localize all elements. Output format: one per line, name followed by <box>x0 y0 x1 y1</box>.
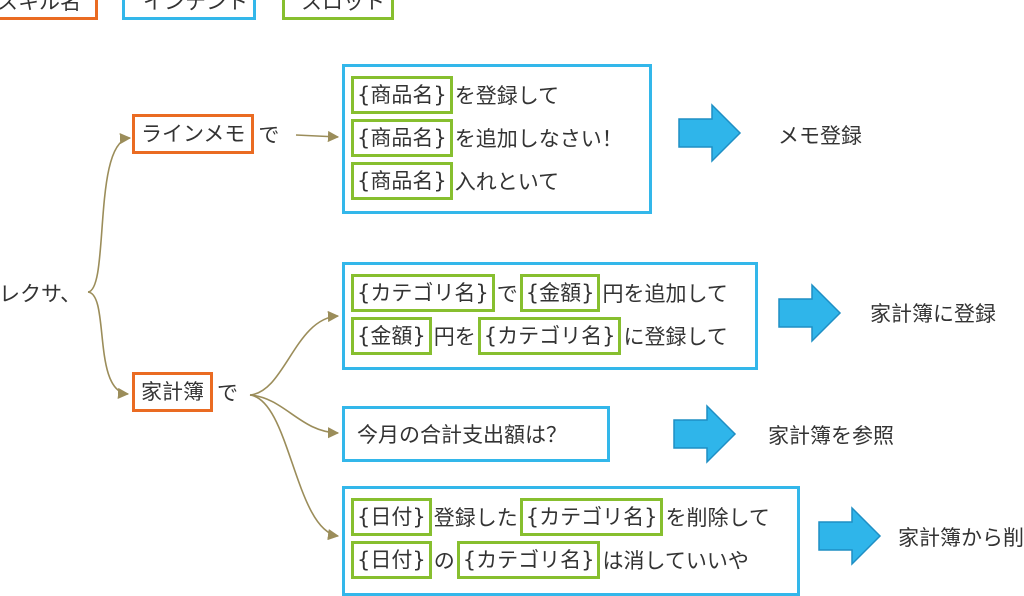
slot-label: {カテゴリ名} <box>519 497 664 536</box>
slot-label: {金額} <box>519 273 601 312</box>
slot-label: {金額} <box>351 316 432 355</box>
connector-kakeibo-to-intent-register <box>249 310 340 396</box>
skill-name-box: ラインメモ <box>132 114 255 154</box>
intent-line: {金額} 円を {カテゴリ名} に登録して <box>351 314 755 357</box>
slot-label: {商品名} <box>351 118 453 157</box>
wake-utterance: アレクサ、 <box>0 282 82 306</box>
intent-line: {商品名} 入れといて <box>351 159 649 202</box>
skill-name-box: 家計簿 <box>132 372 213 412</box>
intent-text: 今月の合計支出額は？ <box>357 423 567 447</box>
slot-label: {商品名} <box>351 161 453 200</box>
legend-intent: インテント <box>122 0 256 20</box>
intent-text: 登録した <box>433 505 518 530</box>
result-memo-register: メモ登録 <box>778 124 862 148</box>
result-kakeibo-register: 家計簿に登録 <box>870 302 996 326</box>
intent-text: で <box>496 281 518 306</box>
intent-kakeibo-register: {カテゴリ名} で {金額} 円を追加して {金額} 円を {カテゴリ名} に登… <box>342 262 758 370</box>
result-kakeibo-view: 家計簿を参照 <box>768 424 894 448</box>
skill-suffix: で <box>258 123 280 147</box>
right-arrow-icon <box>673 404 737 464</box>
connector-utterance-to-kakeibo <box>87 291 130 400</box>
intent-line: {商品名} を追加しなさい！ <box>351 116 649 159</box>
right-arrow-icon <box>818 506 882 566</box>
intent-text: を追加しなさい！ <box>454 126 623 151</box>
intent-text: に登録して <box>623 324 728 349</box>
slot-label: {カテゴリ名} <box>456 540 601 579</box>
skill-kakeibo-row: 家計簿 で <box>132 372 238 412</box>
intent-kakeibo-view: 今月の合計支出額は？ <box>342 406 610 462</box>
intent-line: {日付} の {カテゴリ名} は消していいや <box>351 538 797 581</box>
connector-kakeibo-to-intent-view <box>249 394 340 439</box>
intent-line: {商品名} を登録して <box>351 73 649 116</box>
intent-text: 円を追加して <box>602 281 728 306</box>
intent-line: {カテゴリ名} で {金額} 円を追加して <box>351 271 755 314</box>
intent-line: {日付} 登録した {カテゴリ名} を削除して <box>351 495 797 538</box>
result-kakeibo-delete: 家計簿から削除 <box>898 526 1024 550</box>
connector-utterance-to-linememo <box>87 132 132 293</box>
slot-label: {カテゴリ名} <box>477 316 622 355</box>
slot-label: {商品名} <box>351 75 453 114</box>
right-arrow-icon <box>678 103 742 163</box>
connector-linememo-to-intent <box>295 130 340 143</box>
intent-text: を削除して <box>665 505 770 530</box>
legend-skill-name: スキル名 <box>0 0 98 20</box>
skill-suffix: で <box>217 381 238 405</box>
intent-text: は消していいや <box>602 548 749 573</box>
connector-lines <box>87 130 340 541</box>
skill-linememo-row: ラインメモ で <box>132 114 279 154</box>
intent-memo-register: {商品名} を登録して {商品名} を追加しなさい！ {商品名} 入れといて <box>342 64 652 214</box>
slot-label: {カテゴリ名} <box>351 273 495 312</box>
intent-text: 入れといて <box>454 169 560 194</box>
intent-text: 円を <box>433 324 476 349</box>
right-arrow-icon <box>778 283 842 343</box>
connector-kakeibo-to-intent-delete <box>249 394 340 541</box>
intent-text: を登録して <box>454 83 560 108</box>
slot-label: {日付} <box>351 497 432 536</box>
legend-slot: スロット <box>282 0 394 20</box>
intent-kakeibo-delete: {日付} 登録した {カテゴリ名} を削除して {日付} の {カテゴリ名} は… <box>342 486 800 596</box>
slot-label: {日付} <box>351 540 432 579</box>
intent-text: の <box>433 548 455 573</box>
